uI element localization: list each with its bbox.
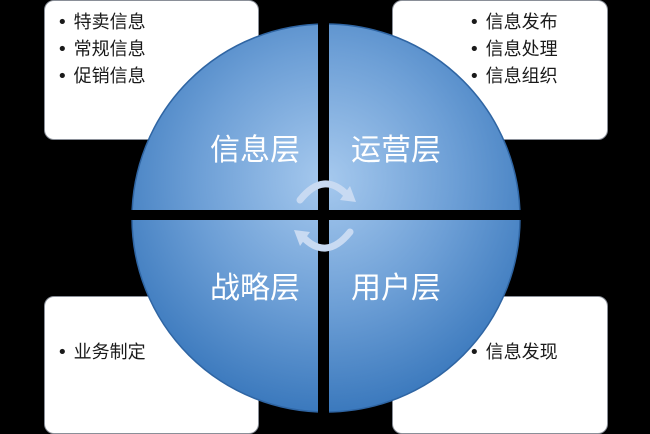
bullet-list: 信息发布 信息处理 信息组织 [469,9,558,90]
quadrant-label-top-left: 信息层 [210,133,300,168]
list-item: 信息组织 [469,63,558,90]
list-item: 信息发现 [469,339,558,366]
list-item: 促销信息 [57,63,146,90]
quadrant-label-bottom-right: 用户层 [351,271,441,306]
list-item: 常规信息 [57,36,146,63]
cycle-arrows-icon [294,180,356,252]
list-item: 特卖信息 [57,9,146,36]
bullet-list: 信息发现 [469,339,558,366]
list-item: 信息发布 [469,9,558,36]
bullet-list: 业务制定 [57,339,146,366]
quadrant-label-top-right: 运营层 [351,133,441,168]
bullet-list: 特卖信息 常规信息 促销信息 [57,9,146,90]
list-item: 信息处理 [469,36,558,63]
quadrant-label-bottom-left: 战略层 [210,271,300,306]
list-item: 业务制定 [57,339,146,366]
horizontal-divider [128,210,524,220]
